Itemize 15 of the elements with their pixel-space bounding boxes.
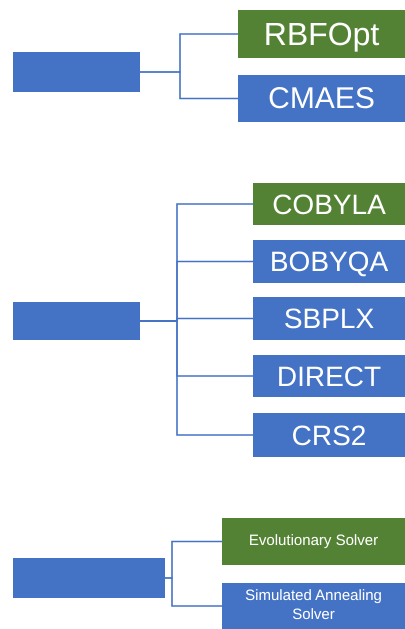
algorithm-box: CMAES xyxy=(238,75,405,122)
algorithm-box: BOBYQA xyxy=(253,240,405,283)
connector-line xyxy=(140,71,238,100)
algorithm-box: SBPLX xyxy=(253,297,405,340)
algorithm-box: Simulated Annealing Solver xyxy=(222,583,405,629)
algorithm-box: Evolutionary Solver xyxy=(222,518,405,565)
plugin-box xyxy=(13,52,140,92)
algorithm-box: COBYLA xyxy=(253,183,405,225)
plugin-box xyxy=(13,558,165,598)
connector-line xyxy=(140,320,253,436)
plugin-box xyxy=(13,302,140,340)
algorithm-box: CRS2 xyxy=(253,413,405,457)
algorithm-box: DIRECT xyxy=(253,355,405,397)
connector-line xyxy=(165,577,222,607)
algorithm-box: RBFOpt xyxy=(238,10,405,58)
